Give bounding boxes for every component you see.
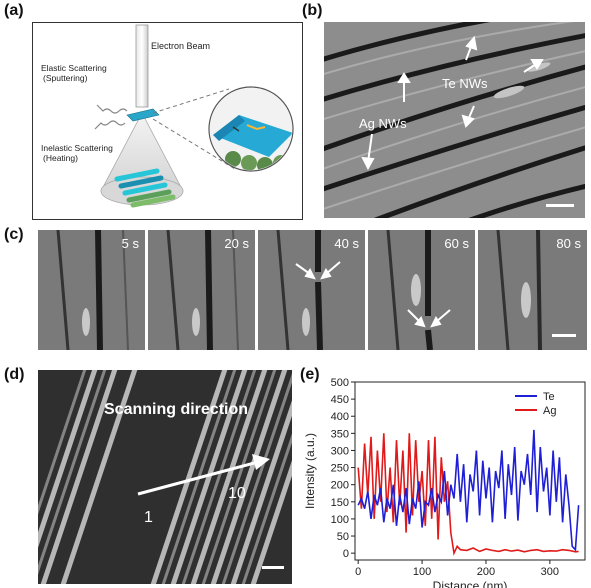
te-nws-label: Te NWs <box>442 76 488 91</box>
x-axis-label: Distance (nm) <box>433 579 508 588</box>
y-tick-label: 100 <box>331 514 349 526</box>
scale-bar-b <box>546 204 574 207</box>
frame-4-time: 60 s <box>444 236 469 251</box>
y-tick-label: 250 <box>331 463 349 475</box>
scan-start-label: 1 <box>144 509 153 526</box>
panel-b-label: (b) <box>302 2 323 19</box>
annotation-arrows <box>361 35 544 171</box>
panel-c-frames: 5 s 20 s 40 s 60 s 80 s <box>38 230 587 350</box>
scan-direction-label: Scanning direction <box>104 401 248 418</box>
frame-3-time: 40 s <box>334 236 359 251</box>
elastic-label-2: (Sputtering) <box>43 73 88 83</box>
legend-label-te: Te <box>543 391 555 403</box>
x-tick-label: 0 <box>355 566 361 578</box>
elastic-scatter-arrow <box>96 104 128 114</box>
y-tick-label: 150 <box>331 497 349 509</box>
inelastic-scatter-arrow <box>94 120 126 130</box>
legend-label-ag: Ag <box>543 405 556 417</box>
y-tick-label: 400 <box>331 411 349 423</box>
panel-b-micrograph: Te NWs Ag NWs <box>324 22 585 218</box>
frame-4: 60 s <box>368 230 475 350</box>
y-tick-label: 50 <box>337 531 349 543</box>
frame-2: 20 s <box>148 230 255 350</box>
nanowire-bundle <box>114 168 176 208</box>
y-axis-label: Intensity (a.u.) <box>303 433 317 509</box>
y-tick-label: 200 <box>331 480 349 492</box>
scale-bar-c <box>552 334 576 337</box>
frame-2-time: 20 s <box>224 236 249 251</box>
frame-1: 5 s <box>38 230 145 350</box>
frame-1-time: 5 s <box>121 236 139 251</box>
y-tick-label: 350 <box>331 428 349 440</box>
x-tick-label: 100 <box>413 566 431 578</box>
elastic-label-1: Elastic Scattering <box>41 63 107 73</box>
panel-c-label: (c) <box>4 226 24 243</box>
inelastic-label-2: (Heating) <box>43 153 78 163</box>
scan-arrow <box>137 460 259 496</box>
inelastic-label-1: Inelastic Scattering <box>41 143 113 153</box>
panel-d-micrograph: Scanning direction 1 10 <box>38 370 292 584</box>
electron-beam-label: Electron Beam <box>151 41 210 51</box>
line-profile-chart: 0 50 100 150 200 250 300 350 400 450 500 0 100 200 300… <box>303 377 586 588</box>
frame-5: 80 s <box>478 230 587 350</box>
panel-d-label: (d) <box>4 366 25 383</box>
panel-e-label: (e) <box>300 366 320 383</box>
tem-nanowires-image: Te NWs Ag NWs <box>324 22 585 218</box>
schematic-illustration: Electron Beam Elastic Scattering (Sputte… <box>41 24 294 208</box>
y-tick-label: 300 <box>331 445 349 457</box>
y-tick-label: 450 <box>331 394 349 406</box>
panel-a-schematic: Electron Beam Elastic Scattering (Sputte… <box>32 22 303 220</box>
scale-bar-d <box>262 566 284 569</box>
panel-a-label: (a) <box>4 2 24 19</box>
y-tick-label: 0 <box>343 548 349 560</box>
y-tick-label: 500 <box>331 377 349 389</box>
frame-5-time: 80 s <box>556 236 581 251</box>
frame-3: 40 s <box>258 230 365 350</box>
scan-end-label: 10 <box>228 485 246 502</box>
x-tick-label: 300 <box>541 566 559 578</box>
series-line-te <box>357 429 580 552</box>
x-tick-label: 200 <box>477 566 495 578</box>
electron-beam-column <box>135 24 149 108</box>
ag-nws-label: Ag NWs <box>359 116 407 131</box>
stem-nanowires-image: Scanning direction 1 10 <box>38 370 292 584</box>
